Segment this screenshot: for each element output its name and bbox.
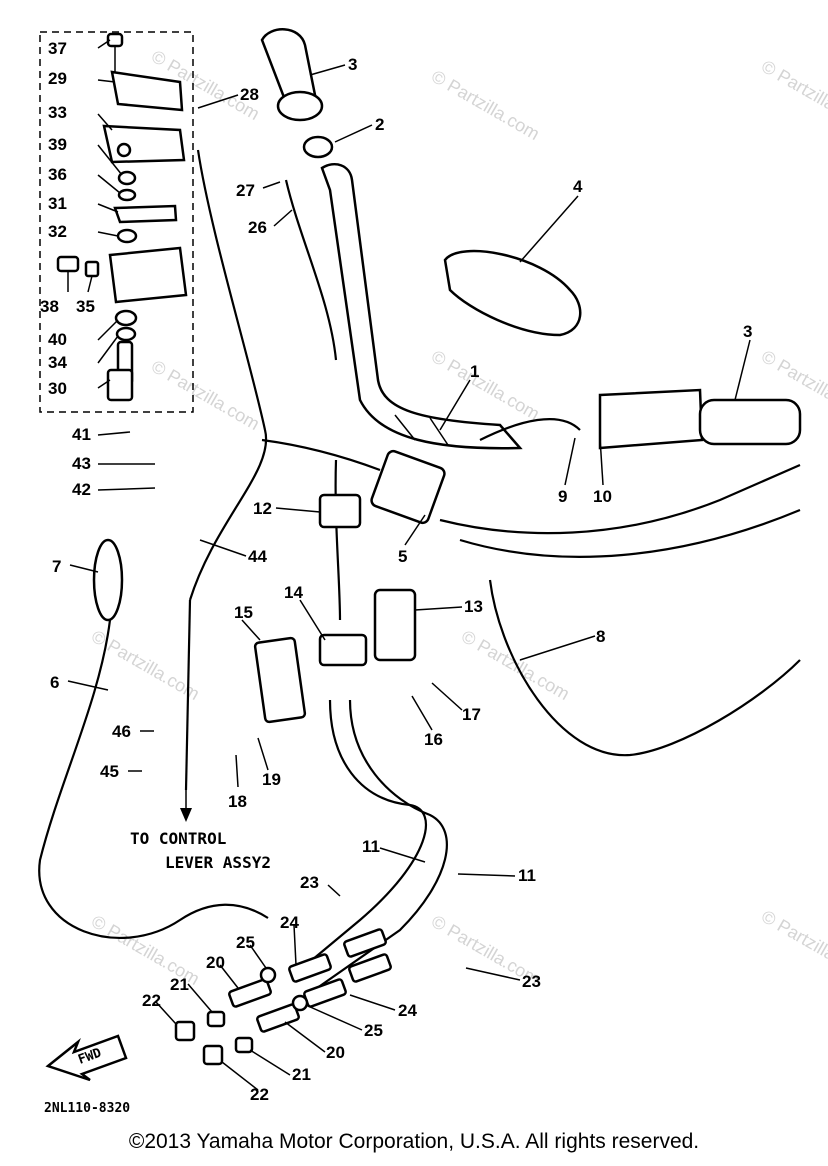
callout-20-upper: 20 [206,953,225,972]
callout-43: 43 [72,454,91,473]
relay-bracket [373,588,417,662]
control-lever-note: TO CONTROL LEVER ASSY2 [130,790,271,872]
callout-44: 44 [248,547,267,566]
connector-block [318,633,368,667]
throttle-housing-parts [56,32,188,402]
callout-12: 12 [253,499,272,518]
callout-21-lower: 21 [292,1065,311,1084]
cables [38,149,801,1001]
watermark: © Partzilla.com [148,356,263,434]
callout-23-upper: 23 [300,873,319,892]
callout-13: 13 [464,597,483,616]
cable-junction [318,493,362,529]
callout-18: 18 [228,792,247,811]
watermark: © Partzilla.com [428,66,543,144]
callout-45: 45 [100,762,119,781]
callout-20-lower: 20 [326,1043,345,1062]
switch-assembly [370,449,446,525]
callout-24-upper: 24 [280,913,299,932]
callout-33: 33 [48,103,67,122]
callout-37: 37 [48,39,67,58]
fwd-arrow: FWD [45,1034,128,1082]
diagram-code: 2NL110-8320 [44,1101,130,1116]
callout-9: 9 [558,487,567,506]
throttle-housing-inset-box [39,31,194,413]
callout-22-upper: 22 [142,991,161,1010]
callout-4: 4 [573,177,583,196]
left-grip [260,28,324,122]
callout-1: 1 [470,362,479,381]
callout-27: 27 [236,181,255,200]
watermark: © Partzilla.com [758,906,828,984]
callout-10: 10 [593,487,612,506]
callout-41: 41 [72,425,91,444]
callout-36: 36 [48,165,67,184]
callout-19: 19 [262,770,281,789]
plate [253,636,307,724]
watermark: © Partzilla.com [88,626,203,704]
callout-40: 40 [48,330,67,349]
copyright-notice: ©2013 Yamaha Motor Corporation, U.S.A. A… [128,1130,700,1153]
right-grip [598,388,802,450]
key-switch [92,538,124,622]
callout-39: 39 [48,135,67,154]
callout-6: 6 [50,673,59,692]
callout-11-left: 11 [362,837,380,856]
callout-15: 15 [234,603,253,622]
callout-17: 17 [462,705,481,724]
note-line-2: LEVER ASSY2 [165,853,271,872]
callout-42: 42 [72,480,91,499]
callout-25-upper: 25 [236,933,255,952]
callout-46: 46 [112,722,131,741]
callout-7: 7 [52,557,61,576]
watermark: © Partzilla.com [758,56,828,134]
note-line-1: TO CONTROL [130,829,226,848]
callout-28: 28 [240,85,259,104]
grip-collar [302,135,334,159]
callout-26: 26 [248,218,267,237]
springs [174,928,392,1066]
callout-22-lower: 22 [250,1085,269,1104]
callout-31: 31 [48,194,67,213]
handlebar-pad [443,249,582,337]
callout-25-lower: 25 [364,1021,383,1040]
handlebar [320,163,523,450]
callout-32: 32 [48,222,67,241]
callout-23-lower: 23 [522,972,541,991]
callout-11-right: 11 [518,866,536,885]
callout-30: 30 [48,379,67,398]
callout-8: 8 [596,627,605,646]
callout-16: 16 [424,730,443,749]
callout-2: 2 [375,115,384,134]
callout-38: 38 [40,297,59,316]
watermark: © Partzilla.com [428,346,543,424]
callout-5: 5 [398,547,407,566]
callout-35: 35 [76,297,95,316]
callout-29: 29 [48,69,67,88]
callout-34: 34 [48,353,67,372]
callout-14: 14 [284,583,303,602]
leader-lines [67,39,751,1091]
callout-24-lower: 24 [398,1001,417,1020]
callout-21-upper: 21 [170,975,189,994]
callout-3-right-grip: 3 [743,322,752,341]
callouts: 37 29 33 39 36 31 32 38 35 40 34 30 41 4… [40,39,752,1104]
callout-3-left-grip: 3 [348,55,357,74]
